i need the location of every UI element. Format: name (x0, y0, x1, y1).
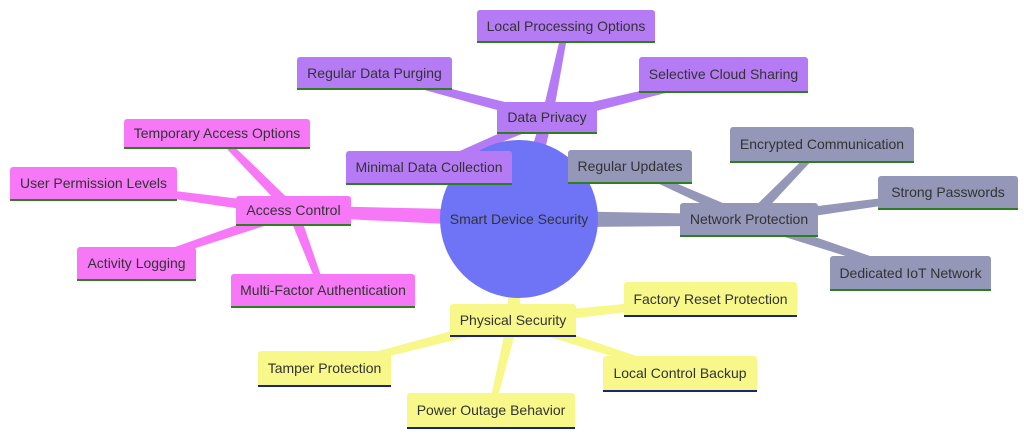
branch-node-network-protection: Network Protection (680, 203, 818, 237)
leaf-node-local-processing-options: Local Processing Options (477, 10, 655, 43)
leaf-node-minimal-data-collection: Minimal Data Collection (346, 151, 512, 185)
link-access-leaf-0 (214, 131, 297, 215)
leaf-node-user-permission-levels: User Permission Levels (10, 167, 177, 201)
link-access-leaf-3 (287, 209, 326, 293)
leaf-node-regular-data-purging: Regular Data Purging (297, 57, 452, 90)
leaf-node-activity-logging: Activity Logging (77, 247, 196, 281)
leaf-node-strong-passwords: Strong Passwords (878, 176, 1018, 210)
leaf-node-power-outage-behavior: Power Outage Behavior (407, 393, 575, 429)
leaf-node-tamper-protection: Tamper Protection (258, 351, 391, 387)
leaf-node-encrypted-communication: Encrypted Communication (730, 127, 914, 163)
link-physical-leaf-3 (488, 318, 519, 412)
leaf-node-selective-cloud-sharing: Selective Cloud Sharing (639, 57, 808, 93)
leaf-node-factory-reset-protection: Factory Reset Protection (624, 282, 797, 317)
branch-node-access-control: Access Control (236, 196, 351, 226)
leaf-node-temporary-access-options: Temporary Access Options (124, 119, 310, 149)
branch-node-physical-security: Physical Security (450, 304, 576, 337)
leaf-node-regular-updates: Regular Updates (568, 150, 692, 184)
leaf-node-multi-factor-authentication: Multi-Factor Authentication (231, 274, 415, 308)
root-node-label: Smart Device Security (449, 211, 589, 227)
branch-node-data-privacy: Data Privacy (497, 102, 597, 134)
link-privacy-leaf-0 (541, 25, 569, 120)
leaf-node-dedicated-iot-network: Dedicated IoT Network (830, 256, 991, 291)
leaf-node-local-control-backup: Local Control Backup (603, 356, 757, 392)
